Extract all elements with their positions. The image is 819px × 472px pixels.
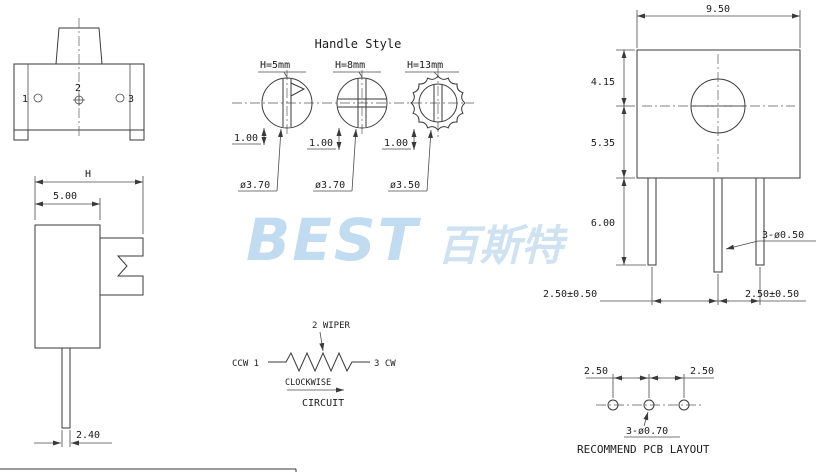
handle-diameter-dims: ø3.70 ø3.70 ø3.50	[238, 128, 433, 192]
front-view-terminals: 1 2 3	[22, 83, 134, 106]
handle-13mm-label: H=13mm	[407, 60, 443, 71]
handle-variant-13mm: H=13mm	[405, 60, 466, 131]
right-view-pin-left	[647, 177, 657, 266]
handle-13mm-inner-circle	[418, 83, 458, 123]
handle-style-section: Handle Style H=5mm H=8mm	[232, 37, 474, 192]
dim-3-dia-0-50: 3-ø0.50	[762, 230, 804, 241]
dim-dia-1: ø3.70	[240, 180, 270, 191]
dim-6-00: 6.00	[591, 218, 615, 229]
handle-slot-depth-dims: 1.00 1.00 1.00	[232, 128, 417, 150]
handle-style-centerlines	[232, 68, 474, 138]
dim-dia-3: ø3.50	[390, 180, 420, 191]
front-pin3-mark	[115, 93, 125, 103]
right-view: 9.50 4.15 5.35	[543, 4, 816, 305]
handle-style-title: Handle Style	[315, 37, 402, 51]
right-view-pin-middle	[713, 177, 723, 273]
dim-2-50-right: 2.50±0.50	[745, 289, 799, 300]
right-view-outline	[636, 49, 801, 273]
handle-variant-8mm: H=8mm	[333, 60, 388, 129]
dim-slot-depth-1: 1.00	[234, 133, 258, 144]
pcb-spacing-dims: 2.50 2.50	[584, 366, 714, 398]
dim-slot-depth-2: 1.00	[309, 138, 333, 149]
handle-8mm-circle	[336, 77, 388, 129]
front-pin2-label: 2	[75, 83, 81, 94]
circuit-cw-label: 3 CW	[374, 359, 396, 369]
front-pin3-label: 3	[128, 94, 134, 105]
dim-slot-depth-3: 1.00	[384, 138, 408, 149]
circuit-diagram: 2 WIPER CCW 1 3 CW CLOCKWISE CIRCUIT	[232, 321, 396, 409]
pcb-hole-diameter: 3-ø0.70	[626, 426, 668, 437]
pcb-layout: 2.50 2.50 3-ø0.70 RECOMMEND PCB LAYOUT	[577, 366, 714, 456]
front-view: 1 2 3	[13, 18, 145, 141]
handle-5mm-flag	[290, 82, 306, 97]
circuit-ccw-label: CCW 1	[232, 359, 259, 369]
front-pin1-label: 1	[22, 94, 28, 105]
handle-5mm-label: H=5mm	[260, 60, 290, 71]
dim-dia-2: ø3.70	[315, 180, 345, 191]
right-view-vertical-dims: 4.15 5.35 6.00	[591, 49, 646, 266]
front-pin1-mark	[33, 93, 43, 103]
side-view-outline	[34, 224, 144, 429]
side-view-pin-dimension: 2.40	[34, 430, 112, 447]
side-view-dimensions: H 5.00	[34, 169, 144, 234]
dim-2-50-left: 2.50±0.50	[543, 289, 597, 300]
circuit-wiper-label: 2 WIPER	[312, 321, 351, 331]
handle-8mm-label: H=8mm	[335, 60, 365, 71]
dim-5-35: 5.35	[591, 138, 615, 149]
dim-4-15: 4.15	[591, 77, 615, 88]
dim-9-50: 9.50	[706, 4, 730, 15]
right-view-pin-dia-label: 3-ø0.50	[725, 230, 816, 250]
pcb-hole-2	[643, 399, 655, 411]
right-view-pin-right	[755, 177, 765, 266]
pcb-hole-3	[678, 399, 690, 411]
circuit-title: CIRCUIT	[302, 398, 344, 409]
front-view-outline	[13, 18, 145, 141]
resistor-symbol	[268, 351, 370, 373]
right-view-pin-spacing-dims: 2.50±0.50 2.50±0.50	[543, 267, 806, 305]
pcb-layout-title: RECOMMEND PCB LAYOUT	[577, 443, 710, 456]
pcb-hole-1	[607, 399, 619, 411]
knurled-circle	[410, 75, 466, 131]
handle-variant-5mm: H=5mm	[258, 60, 313, 129]
pcb-dim-left: 2.50	[584, 366, 608, 377]
handle-5mm-circle	[261, 77, 313, 129]
side-view: H 5.00 2.40	[34, 169, 144, 447]
right-view-width-dim: 9.50	[636, 4, 801, 48]
dim-h: H	[85, 169, 91, 180]
dim-5-00: 5.00	[53, 191, 77, 202]
dim-2-40: 2.40	[76, 430, 100, 441]
pcb-dim-right: 2.50	[690, 366, 714, 377]
pcb-hole-dia-label: 3-ø0.70	[624, 411, 680, 438]
circuit-direction-label: CLOCKWISE	[285, 378, 331, 388]
